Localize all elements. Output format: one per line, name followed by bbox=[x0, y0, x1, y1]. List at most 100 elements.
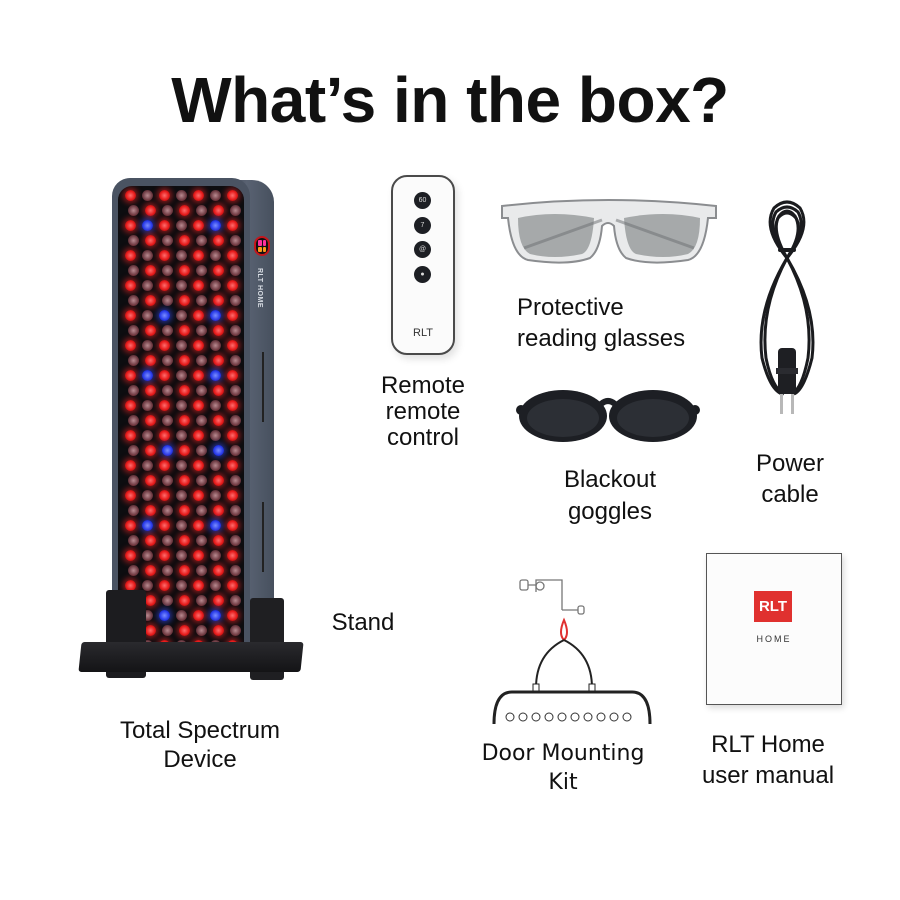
led-icon bbox=[162, 325, 173, 336]
led-icon bbox=[125, 220, 136, 231]
led-icon bbox=[176, 340, 187, 351]
led-icon bbox=[176, 490, 187, 501]
label-line: Door Mounting bbox=[481, 741, 645, 766]
control-button bbox=[258, 240, 262, 246]
led-icon bbox=[193, 190, 204, 201]
led-icon bbox=[230, 355, 241, 366]
led-icon bbox=[162, 565, 173, 576]
led-icon bbox=[162, 475, 173, 486]
led-icon bbox=[213, 385, 224, 396]
led-icon bbox=[227, 490, 238, 501]
led-icon bbox=[162, 235, 173, 246]
led-icon bbox=[227, 250, 238, 261]
led-icon bbox=[213, 445, 224, 456]
led-icon bbox=[230, 475, 241, 486]
led-icon bbox=[145, 445, 156, 456]
led-icon bbox=[196, 205, 207, 216]
led-icon bbox=[145, 535, 156, 546]
led-icon bbox=[128, 565, 139, 576]
label-line: Protective bbox=[517, 294, 624, 321]
led-icon bbox=[210, 460, 221, 471]
led-icon bbox=[176, 400, 187, 411]
led-icon bbox=[142, 370, 153, 381]
remote-button-icon: 60 bbox=[414, 192, 431, 209]
led-icon bbox=[128, 475, 139, 486]
led-icon bbox=[213, 235, 224, 246]
led-icon bbox=[227, 220, 238, 231]
stand-label: Stand bbox=[322, 608, 404, 637]
led-icon bbox=[142, 250, 153, 261]
led-icon bbox=[159, 430, 170, 441]
remote-control-image: 60 7 @ ● RLT bbox=[391, 175, 455, 355]
led-icon bbox=[145, 505, 156, 516]
led-icon bbox=[227, 460, 238, 471]
led-icon bbox=[159, 580, 170, 591]
led-icon bbox=[213, 535, 224, 546]
led-icon bbox=[196, 565, 207, 576]
remote-button-icon: @ bbox=[414, 241, 431, 258]
led-icon bbox=[227, 280, 238, 291]
led-icon bbox=[125, 430, 136, 441]
side-slot bbox=[262, 502, 264, 572]
total-spectrum-device-image: RLT HOME bbox=[78, 172, 308, 684]
label-line: control bbox=[386, 424, 460, 451]
manual-label: RLT Home user manual bbox=[690, 729, 846, 791]
led-icon bbox=[227, 340, 238, 351]
led-icon bbox=[196, 325, 207, 336]
led-icon bbox=[125, 460, 136, 471]
led-icon bbox=[227, 370, 238, 381]
led-icon bbox=[210, 430, 221, 441]
led-icon bbox=[210, 610, 221, 621]
led-icon bbox=[142, 430, 153, 441]
led-icon bbox=[128, 355, 139, 366]
door-mounting-kit-icon bbox=[492, 579, 652, 725]
led-icon bbox=[162, 415, 173, 426]
led-icon bbox=[128, 205, 139, 216]
led-icon bbox=[128, 325, 139, 336]
led-icon bbox=[176, 430, 187, 441]
power-cable-label: Power cable bbox=[740, 448, 840, 510]
led-icon bbox=[176, 610, 187, 621]
rlt-logo: RLT bbox=[754, 591, 792, 622]
led-icon bbox=[193, 610, 204, 621]
led-icon bbox=[196, 295, 207, 306]
remote-button-icon: 7 bbox=[414, 217, 431, 234]
led-icon bbox=[145, 325, 156, 336]
label-line: cable bbox=[761, 481, 819, 508]
label-line: user manual bbox=[701, 762, 835, 789]
led-icon bbox=[159, 280, 170, 291]
led-icon bbox=[142, 190, 153, 201]
led-icon bbox=[125, 550, 136, 561]
reading-glasses-icon bbox=[501, 199, 717, 264]
led-icon bbox=[128, 505, 139, 516]
led-icon bbox=[142, 310, 153, 321]
led-icon bbox=[179, 325, 190, 336]
led-icon bbox=[230, 385, 241, 396]
led-icon bbox=[230, 505, 241, 516]
led-icon bbox=[210, 400, 221, 411]
led-icon bbox=[176, 370, 187, 381]
led-icon bbox=[125, 520, 136, 531]
led-icon bbox=[162, 295, 173, 306]
device-side-brand: RLT HOME bbox=[256, 268, 263, 309]
led-icon bbox=[213, 355, 224, 366]
led-icon bbox=[128, 295, 139, 306]
led-icon bbox=[176, 220, 187, 231]
stand-base bbox=[78, 642, 304, 672]
led-icon bbox=[193, 400, 204, 411]
led-icon bbox=[179, 625, 190, 636]
led-icon bbox=[193, 430, 204, 441]
control-button bbox=[258, 246, 262, 252]
power-cable-icon bbox=[759, 200, 815, 414]
led-icon bbox=[176, 580, 187, 591]
led-icon bbox=[196, 265, 207, 276]
door-kit-label: Door Mounting Kit bbox=[460, 739, 666, 797]
led-icon bbox=[210, 340, 221, 351]
user-manual-image: RLT HOME bbox=[706, 553, 842, 705]
led-icon bbox=[128, 445, 139, 456]
led-icon bbox=[196, 385, 207, 396]
led-icon bbox=[125, 340, 136, 351]
led-icon bbox=[193, 460, 204, 471]
led-icon bbox=[159, 190, 170, 201]
led-icon bbox=[230, 205, 241, 216]
